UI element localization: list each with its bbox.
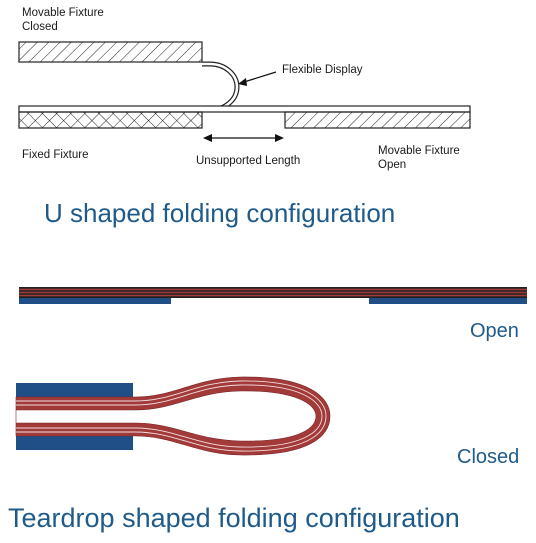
u-shaped-title: U shaped folding configuration [44,198,396,228]
open-left-fixture [19,298,171,304]
movable-fixture-closed-label-line1: Movable Fixture [22,7,104,19]
movable-fixture-closed-label-line2: Closed [22,21,58,33]
teardrop-closed-diagram [15,376,331,456]
flexible-display-label: Flexible Display [282,64,363,76]
display-layer [18,105,471,113]
movable-fixture-open-label: Movable Fixture Open [378,144,460,172]
open-right-fixture [369,298,527,304]
closed-bottom-fixture [16,436,133,450]
open-label: Open [470,320,519,342]
unsupported-length-label: Unsupported Length [196,155,301,167]
flexible-display [202,61,240,113]
teardrop-shaped-title: Teardrop shaped folding configuration [8,503,460,533]
fixed-fixture [18,111,203,129]
closed-top-fixture [16,383,133,397]
movable-fixture-open-label-line2: Open [378,159,407,171]
teardrop-open-diagram [19,287,527,304]
flexible-display-arrow [243,71,277,83]
movable-fixture-closed [18,41,203,63]
movable-fixture-open-label-line1: Movable Fixture [378,145,460,157]
movable-fixture-open [284,111,471,129]
teardrop-loop [15,376,331,456]
closed-label: Closed [457,446,520,468]
fixed-fixture-label: Fixed Fixture [22,149,89,161]
movable-fixture-closed-label: Movable Fixture Closed [22,6,104,34]
